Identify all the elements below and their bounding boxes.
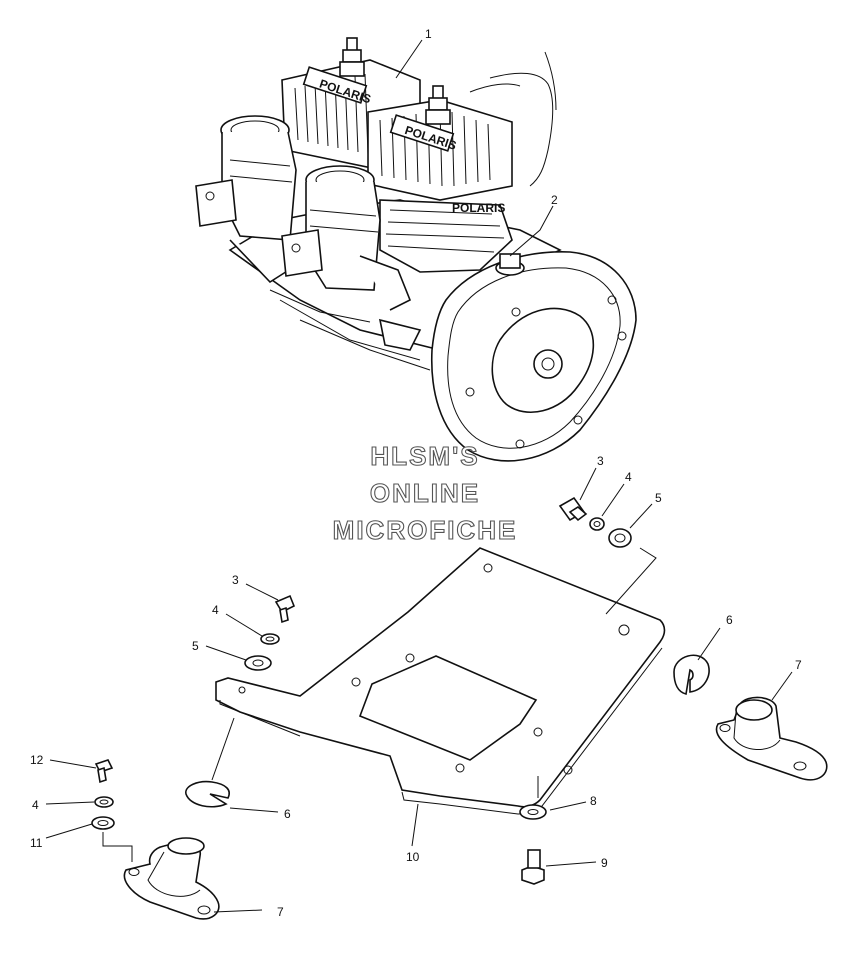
- callout-numbers: 1 2 3 4 5 3 4 5 6 7 12 4 11 6 10 8 9 7: [30, 27, 802, 919]
- callout-7-right: 7: [795, 658, 802, 672]
- bolt-left: [274, 594, 296, 624]
- engine-assembly: POLARIS POLARIS POLARIS: [195, 37, 637, 462]
- lock-washer-lower-left: [94, 796, 114, 808]
- flat-washer-8: [519, 804, 547, 820]
- carburetor-front: [281, 165, 412, 311]
- bolt-right: [558, 496, 588, 522]
- callout-4-right: 4: [625, 470, 632, 484]
- lock-washer-right: [589, 517, 605, 531]
- callout-12: 12: [30, 753, 44, 767]
- callout-5-right: 5: [655, 491, 662, 505]
- engine-mount-right: [715, 696, 828, 781]
- watermark-line3: MICROFICHE: [333, 515, 518, 545]
- callout-10: 10: [406, 850, 420, 864]
- callout-11: 11: [30, 836, 43, 850]
- bolt-9: [521, 849, 545, 885]
- spark-plug-front: [425, 85, 451, 125]
- callout-6-left: 6: [284, 807, 291, 821]
- snubber-left: [185, 780, 230, 808]
- flat-washer-11: [91, 816, 115, 830]
- bolt-12: [94, 759, 114, 784]
- brand-label-cylinder: POLARIS: [452, 201, 505, 215]
- carburetor-rear: [195, 115, 297, 284]
- watermark-line1: HLSM'S: [370, 441, 479, 471]
- callout-4-lower: 4: [32, 798, 39, 812]
- engine-mount-plate: [215, 547, 666, 815]
- callout-7-left: 7: [277, 905, 284, 919]
- callout-5-left: 5: [192, 639, 199, 653]
- flat-washer-left: [244, 655, 272, 671]
- callout-1: 1: [425, 27, 432, 41]
- flat-washer-right: [608, 528, 632, 548]
- spark-plug-rear: [339, 37, 365, 77]
- callout-3-right: 3: [597, 454, 604, 468]
- callout-2: 2: [551, 193, 558, 207]
- watermark-line2: ONLINE: [370, 478, 480, 508]
- engine-mount-left: [123, 837, 220, 920]
- lock-washer-left: [260, 633, 280, 645]
- callout-9: 9: [601, 856, 608, 870]
- leader-lines: [45, 39, 793, 913]
- watermark: HLSM'S ONLINE MICROFICHE: [332, 440, 518, 545]
- callout-3-left: 3: [232, 573, 239, 587]
- callout-6-right: 6: [726, 613, 733, 627]
- recoil-starter-housing: [430, 251, 637, 462]
- snubber-right: [673, 654, 710, 695]
- callout-4-left: 4: [212, 603, 219, 617]
- callout-8: 8: [590, 794, 597, 808]
